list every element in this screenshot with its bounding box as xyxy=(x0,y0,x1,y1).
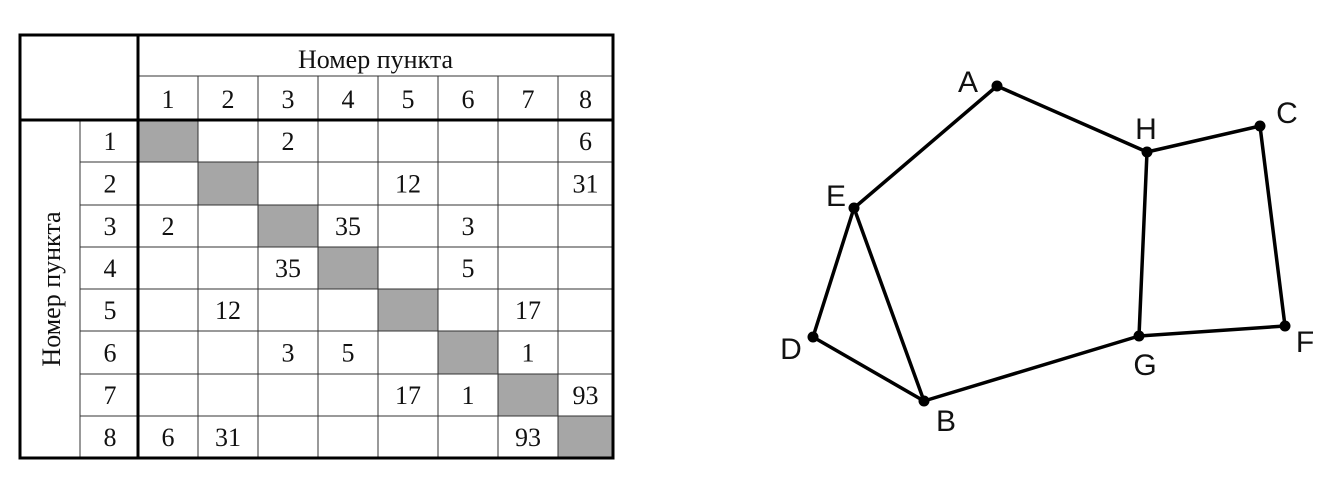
table-cell-value: 12 xyxy=(215,296,241,325)
node-C-label: C xyxy=(1276,97,1298,130)
table-cell-value: 35 xyxy=(335,212,361,241)
row-number: 3 xyxy=(104,212,117,241)
node-F-dot xyxy=(1279,320,1291,332)
table-cell-value: 93 xyxy=(573,381,599,410)
row-number: 2 xyxy=(104,170,117,199)
node-B-dot xyxy=(918,395,930,407)
column-number: 2 xyxy=(222,85,235,114)
edge-H-G xyxy=(1137,150,1149,338)
node-A-label: A xyxy=(958,66,978,99)
edge-H-C xyxy=(1145,124,1262,154)
table-cell-value: 6 xyxy=(162,423,175,452)
diagonal-cell xyxy=(438,331,498,374)
edge-A-E xyxy=(852,84,999,210)
table-cell-value: 35 xyxy=(275,254,301,283)
table-cell-value: 2 xyxy=(162,212,175,241)
diagonal-cell xyxy=(558,416,613,458)
row-number: 8 xyxy=(104,423,117,452)
table-cell-value: 3 xyxy=(462,212,475,241)
table-cell-value: 1 xyxy=(522,339,535,368)
edge-A-H xyxy=(995,84,1149,154)
diagonal-cell xyxy=(318,247,378,289)
row-number: 7 xyxy=(104,381,117,410)
row-number: 1 xyxy=(104,127,117,156)
column-number: 8 xyxy=(579,85,592,114)
table-cell-value: 1 xyxy=(462,381,475,410)
row-number: 5 xyxy=(104,296,117,325)
node-B-label: B xyxy=(936,405,956,438)
table-cell-value: 2 xyxy=(282,127,295,156)
column-header-label: Номер пункта xyxy=(298,45,454,74)
edge-E-B xyxy=(852,206,926,403)
node-C-dot xyxy=(1254,120,1266,132)
diagonal-cell xyxy=(258,205,318,247)
diagonal-cell xyxy=(498,374,558,416)
table-cell-value: 3 xyxy=(282,339,295,368)
table-cell-value: 5 xyxy=(342,339,355,368)
column-number: 3 xyxy=(282,85,295,114)
node-F-label: F xyxy=(1296,326,1314,359)
road-graph: A B C D E F G H xyxy=(780,66,1314,438)
table-cell-value: 31 xyxy=(573,170,599,199)
edge-G-B xyxy=(922,334,1141,403)
node-D-label: D xyxy=(780,333,802,366)
node-A-dot xyxy=(991,80,1003,92)
edge-D-B xyxy=(811,335,926,403)
table-cell-value: 17 xyxy=(515,296,541,325)
diagonal-cell xyxy=(198,162,258,205)
node-G-label: G xyxy=(1133,349,1156,382)
node-H-label: H xyxy=(1135,113,1157,146)
table-cell-value: 12 xyxy=(395,170,421,199)
node-E-dot xyxy=(848,202,860,214)
edge-G-F xyxy=(1137,324,1287,338)
edge-E-D xyxy=(811,206,856,339)
node-G-dot xyxy=(1133,330,1145,342)
node-H-dot xyxy=(1141,146,1153,158)
table-cell-value: 31 xyxy=(215,423,241,452)
column-number: 1 xyxy=(162,85,175,114)
row-number: 6 xyxy=(104,339,117,368)
diagonal-cell xyxy=(378,289,438,331)
table-cell-value: 17 xyxy=(395,381,421,410)
table-cell-value: 93 xyxy=(515,423,541,452)
column-number: 6 xyxy=(462,85,475,114)
row-number: 4 xyxy=(104,254,117,283)
column-number: 7 xyxy=(522,85,535,114)
row-header-label: Номер пункта xyxy=(37,211,66,367)
table-cell-value: 6 xyxy=(579,127,592,156)
column-number: 5 xyxy=(402,85,415,114)
diagonal-cell xyxy=(138,120,198,162)
node-D-dot xyxy=(807,331,819,343)
node-E-label: E xyxy=(826,180,846,213)
edge-C-F xyxy=(1258,124,1287,328)
table-cell-value: 5 xyxy=(462,254,475,283)
table-border xyxy=(18,33,615,460)
column-number: 4 xyxy=(342,85,355,114)
